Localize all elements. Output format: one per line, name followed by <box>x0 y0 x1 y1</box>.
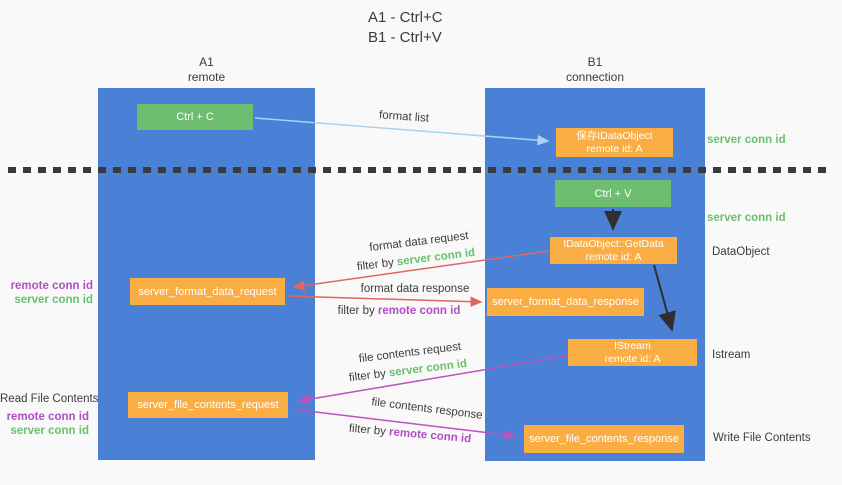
side-label-conn-ids-top: remote conn id server conn id <box>0 279 93 307</box>
lane-a1-name: A1 <box>199 55 214 69</box>
node-server-file-contents-response[interactable]: server_file_contents_response <box>524 425 684 453</box>
arrow-format-list <box>254 117 550 146</box>
lane-a1-type: remote <box>187 70 226 84</box>
node-istream[interactable]: IStream remote id: A <box>568 339 697 366</box>
side-label-server-conn-id-left-bottom: server conn id <box>10 425 89 437</box>
node-ctrl-v[interactable]: Ctrl + V <box>555 180 671 207</box>
node-server-file-contents-response-label: server_file_contents_response <box>529 433 679 445</box>
side-label-server-conn-id-top: server conn id <box>707 134 786 146</box>
arrow-format-data-request <box>292 250 550 291</box>
node-server-format-data-request-label: server_format_data_request <box>138 285 277 298</box>
arrow-format-data-response <box>286 295 483 307</box>
node-istream-line2: remote id: A <box>604 352 661 365</box>
side-label-write-file-contents: Write File Contents <box>713 432 811 444</box>
node-idataobject-getdata-line2: remote id: A <box>585 250 642 263</box>
side-label-server-conn-id-left-top: server conn id <box>14 294 93 306</box>
node-server-file-contents-request[interactable]: server_file_contents_request <box>128 392 288 418</box>
arrow-file-contents-response <box>290 408 517 440</box>
node-istream-line1: IStream <box>614 339 651 352</box>
arrow-file-contents-request <box>297 355 567 405</box>
node-idataobject-getdata[interactable]: IDataObject::GetData remote id: A <box>550 237 677 264</box>
node-save-idataobject[interactable]: 保存IDataObject remote id: A <box>556 128 673 157</box>
side-label-read-file-contents: Read File Contents <box>0 393 99 405</box>
node-server-format-data-response-label: server_format_data_response <box>492 296 639 308</box>
node-server-format-data-response[interactable]: server_format_data_response <box>487 288 644 316</box>
node-idataobject-getdata-line1: IDataObject::GetData <box>563 237 664 250</box>
title-line-a1: A1 - Ctrl+C <box>368 9 443 26</box>
node-save-idataobject-line2: remote id: A <box>586 142 643 155</box>
side-label-conn-ids-bottom: remote conn id server conn id <box>0 410 89 438</box>
lane-header-b1: B1 connection <box>485 55 705 85</box>
lane-b1-name: B1 <box>587 55 603 69</box>
filter-by-text: filter by <box>337 305 378 317</box>
lane-b1-type: connection <box>565 70 625 84</box>
side-label-remote-conn-id-top: remote conn id <box>10 280 93 292</box>
side-label-server-conn-id-mid: server conn id <box>707 212 786 224</box>
title-line-b1: B1 - Ctrl+V <box>368 29 442 46</box>
side-label-istream: Istream <box>712 349 751 361</box>
node-ctrl-c[interactable]: Ctrl + C <box>137 104 253 130</box>
side-label-dataobject: DataObject <box>712 246 770 258</box>
remote-conn-id-keyword: remote conn id <box>377 305 461 317</box>
lane-header-a1: A1 remote <box>98 55 315 85</box>
diagram-title: A1 - Ctrl+C B1 - Ctrl+V <box>368 8 443 48</box>
node-server-format-data-request[interactable]: server_format_data_request <box>130 278 285 305</box>
node-server-file-contents-request-label: server_file_contents_request <box>137 399 279 411</box>
node-ctrl-c-label: Ctrl + C <box>176 111 214 123</box>
session-divider-dashed-line <box>8 167 826 173</box>
edge-label-format-data-response-filter: filter by remote conn id <box>338 305 461 317</box>
node-save-idataobject-line1: 保存IDataObject <box>576 129 653 142</box>
arrow-getdata-to-istream <box>653 264 676 332</box>
edge-label-format-data-response: format data response <box>360 283 470 295</box>
node-ctrl-v-label: Ctrl + V <box>594 187 632 200</box>
side-label-remote-conn-id-bottom: remote conn id <box>6 411 89 423</box>
